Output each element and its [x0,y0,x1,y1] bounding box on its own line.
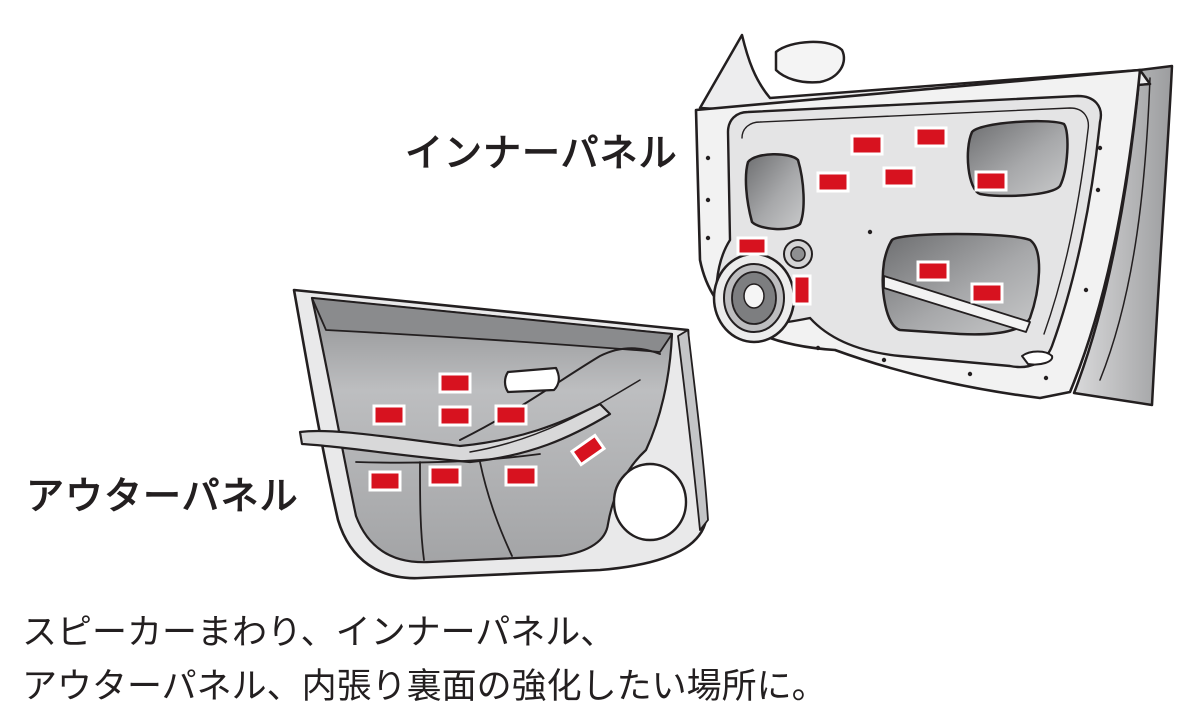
caption-line-2: アウターパネル、内張り裏面の強化したい場所に。 [22,667,827,707]
outer-panel-drawing [292,288,709,580]
pocket-line [355,453,541,561]
damping-pad-icon [368,470,402,492]
mounting-holes [705,145,1103,381]
damping-pad-icon [494,404,528,426]
damping-pad-icon [372,404,406,426]
outer-panel-side [677,329,709,531]
damping-pad-icon [438,405,472,427]
damping-pad-icon [974,170,1008,192]
damping-pad-icon [569,433,607,467]
damping-pads [368,126,1008,492]
cavity-upper-left [744,153,805,231]
damping-pad-icon [438,372,472,394]
damping-pad-icon [504,465,538,487]
damping-pad-icon [916,260,950,282]
inner-panel-label: インナーパネル [405,131,678,175]
latch-slot [1021,350,1054,366]
cavity-lower-bar [883,275,1031,333]
caption-line-1: スピーカーまわり、インナーパネル、 [22,613,616,653]
speaker-icon [712,252,796,344]
damping-pad-icon [914,126,948,148]
damping-pad-icon [850,134,884,156]
mirror-mount [774,40,846,84]
damping-pad-icon [816,171,850,193]
outer-panel-label: アウターパネル [26,474,299,518]
outer-panel-top-ledge [311,297,673,353]
armrest-rail [298,402,612,464]
inner-panel-drawing [694,33,1174,407]
damping-pad-icon [882,166,916,188]
damping-pad-icon [970,282,1004,304]
armrest-curve-2 [469,379,641,453]
door-handle-slot [503,366,560,394]
damping-pad-icon [792,274,812,306]
inner-panel-recess-rim [741,107,1090,335]
damping-pad-icon [428,465,462,487]
speaker-opening [612,462,688,542]
damping-pad-icon [736,236,768,256]
inner-panel-side-line [1099,77,1151,381]
